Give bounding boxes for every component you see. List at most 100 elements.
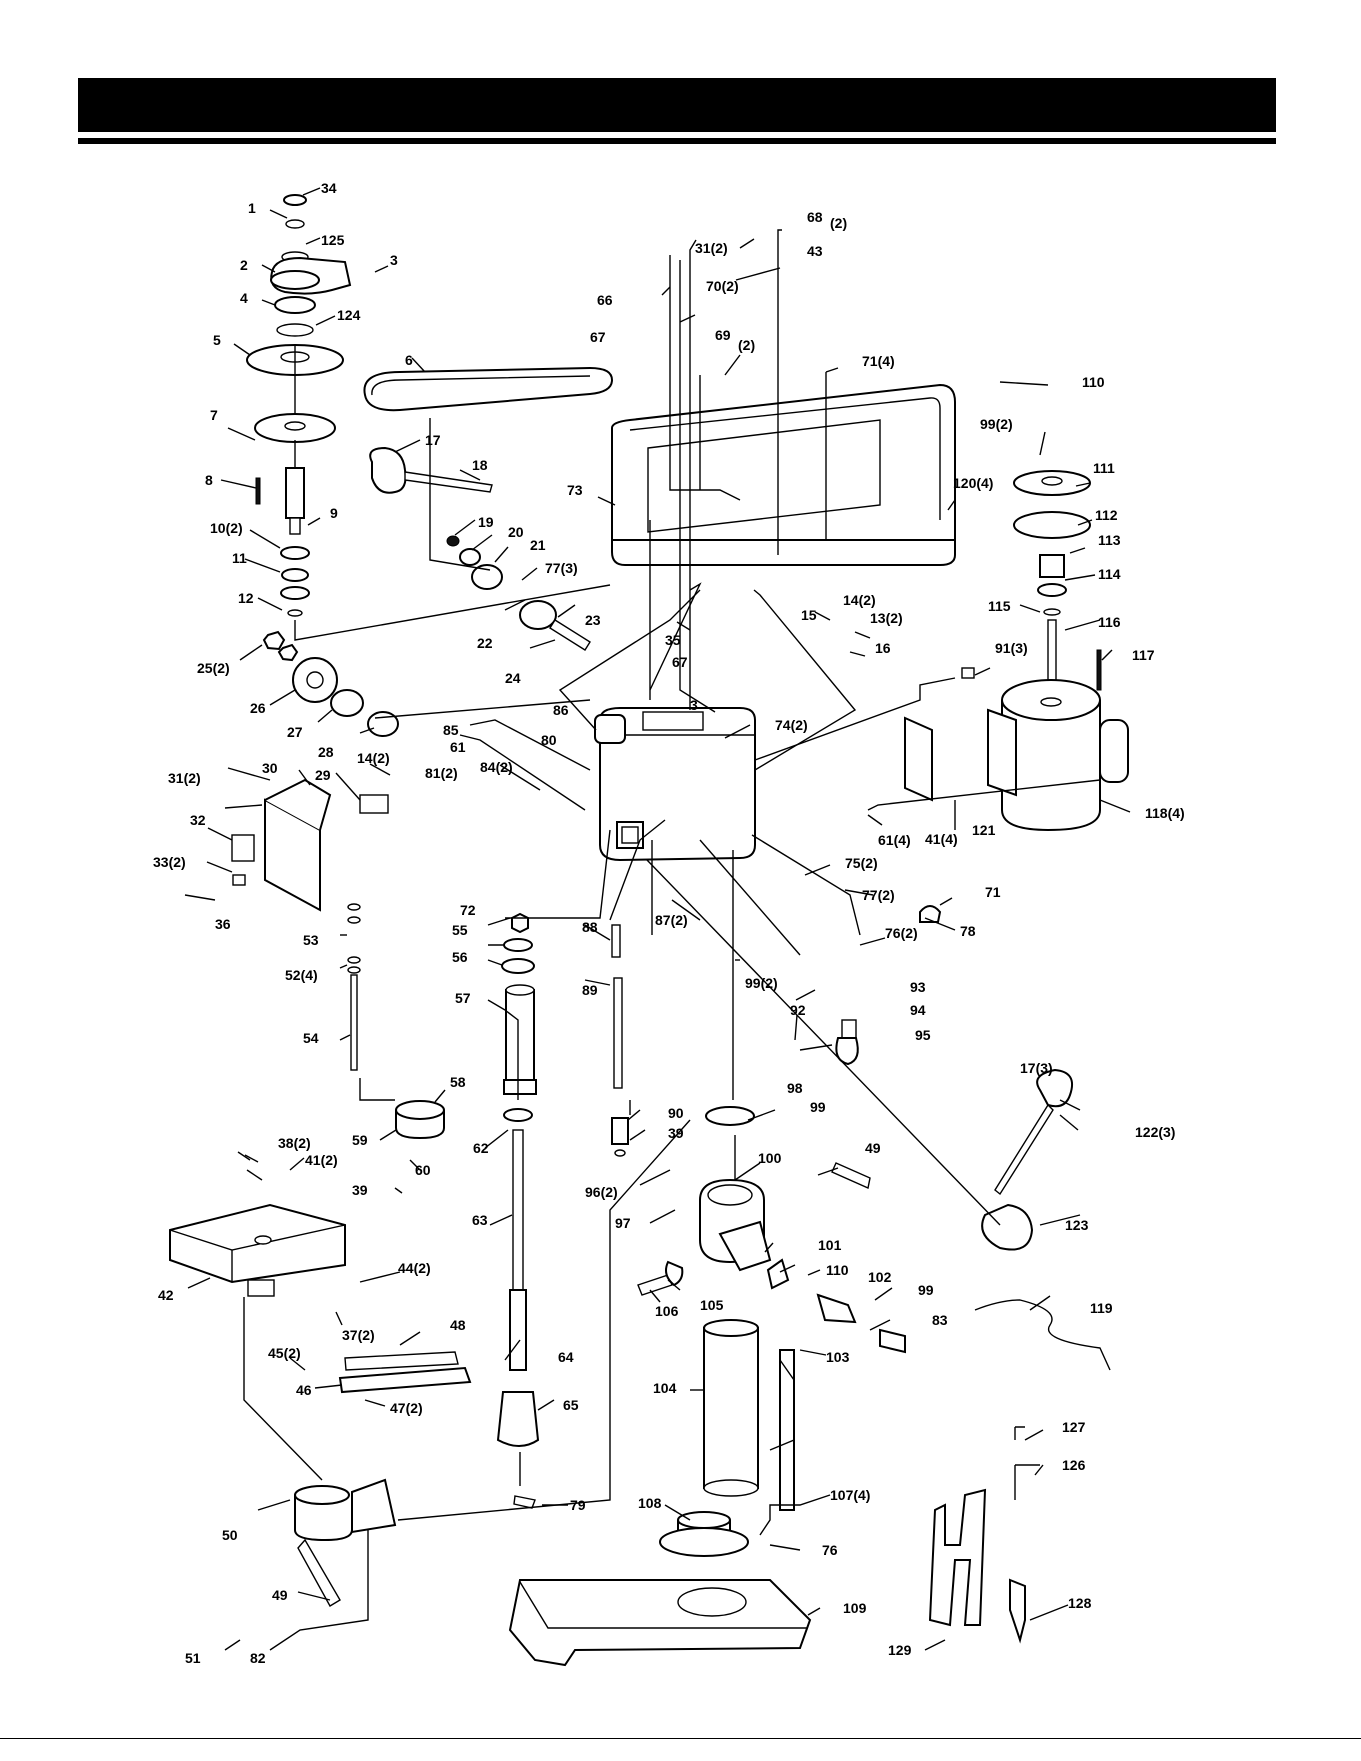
label-62: 62 (473, 1140, 489, 1156)
label-80: 80 (541, 732, 557, 748)
label-115: 115 (988, 598, 1011, 614)
label-77-3: 77(3) (545, 560, 578, 576)
label-67-mid: 67 (672, 654, 688, 670)
label-91-3: 91(3) (995, 640, 1028, 656)
label-116: 116 (1098, 614, 1121, 630)
label-114: 114 (1098, 566, 1121, 582)
label-96-2: 96(2) (585, 1184, 618, 1200)
label-105: 105 (700, 1297, 724, 1313)
label-90: 90 (668, 1105, 684, 1121)
label-36: 36 (215, 916, 231, 932)
label-24: 24 (505, 670, 521, 686)
label-60: 60 (415, 1162, 431, 1178)
label-7: 7 (210, 407, 218, 423)
label-19: 19 (478, 514, 494, 530)
label-106: 106 (655, 1303, 679, 1319)
label-85: 85 (443, 722, 459, 738)
label-28: 28 (318, 744, 334, 760)
label-94: 94 (910, 1002, 926, 1018)
footer-rule (0, 1738, 1361, 1739)
label-127: 127 (1062, 1419, 1086, 1435)
part-shapes (169, 194, 1129, 1667)
label-39-left: 39 (352, 1182, 368, 1198)
label-17-3: 17(3) (1020, 1060, 1053, 1076)
label-110-mid: 110 (826, 1262, 849, 1278)
label-34: 34 (321, 180, 337, 196)
label-126: 126 (1062, 1457, 1086, 1473)
label-50: 50 (222, 1527, 238, 1543)
label-66: 66 (597, 292, 613, 308)
label-98: 98 (787, 1080, 803, 1096)
label-39-mid: 39 (668, 1125, 684, 1141)
label-102: 102 (868, 1269, 892, 1285)
label-15: 15 (801, 607, 817, 623)
label-12: 12 (238, 590, 254, 606)
label-17: 17 (425, 432, 441, 448)
label-129: 129 (888, 1642, 912, 1658)
label-52-4: 52(4) (285, 967, 318, 983)
label-95: 95 (915, 1027, 931, 1043)
label-107-4: 107(4) (830, 1487, 870, 1503)
label-53: 53 (303, 932, 319, 948)
label-54: 54 (303, 1030, 319, 1046)
label-88: 88 (582, 919, 598, 935)
label-61-4: 61(4) (878, 832, 911, 848)
label-49-right: 49 (865, 1140, 881, 1156)
label-64: 64 (558, 1349, 574, 1365)
label-61-top: 61 (450, 739, 466, 755)
label-75-2: 75(2) (845, 855, 878, 871)
label-14-2-top: 14(2) (843, 592, 876, 608)
label-125: 125 (321, 232, 345, 248)
part-labels: 34 1 125 2 3 4 124 5 6 7 8 9 10(2) 11 12… (153, 180, 1185, 1666)
label-3: 3 (390, 252, 398, 268)
label-18: 18 (472, 457, 488, 473)
label-111: 111 (1093, 460, 1115, 476)
label-99-lower: 99 (918, 1282, 934, 1298)
label-93: 93 (910, 979, 926, 995)
label-35: 35 (665, 632, 681, 648)
label-5: 5 (213, 332, 221, 348)
label-38-2: 38(2) (278, 1135, 311, 1151)
label-2: 2 (240, 257, 248, 273)
label-104: 104 (653, 1380, 677, 1396)
label-109: 109 (843, 1600, 867, 1616)
label-27: 27 (287, 724, 303, 740)
header-rule (78, 138, 1276, 144)
label-123: 123 (1065, 1217, 1089, 1233)
label-8: 8 (205, 472, 213, 488)
label-76-2: 76(2) (885, 925, 918, 941)
label-26: 26 (250, 700, 266, 716)
label-72: 72 (460, 902, 476, 918)
label-29: 29 (315, 767, 331, 783)
label-44-2: 44(2) (398, 1260, 431, 1276)
label-67-top: 67 (590, 329, 606, 345)
label-56: 56 (452, 949, 468, 965)
label-31-2-left: 31(2) (168, 770, 201, 786)
label-13-2: 13(2) (870, 610, 903, 626)
label-103: 103 (826, 1349, 850, 1365)
label-33-2: 33(2) (153, 854, 186, 870)
label-16: 16 (875, 640, 891, 656)
label-14-2-left: 14(2) (357, 750, 390, 766)
label-47-2: 47(2) (390, 1400, 423, 1416)
label-73: 73 (567, 482, 583, 498)
label-4: 4 (240, 290, 248, 306)
label-43: 43 (807, 243, 823, 259)
label-41-2: 41(2) (305, 1152, 338, 1168)
label-92: 92 (790, 1002, 806, 1018)
label-70-2: 70(2) (706, 278, 739, 294)
label-120-4: 120(4) (953, 475, 993, 491)
label-99-2-top: 99(2) (980, 416, 1013, 432)
label-30: 30 (262, 760, 278, 776)
label-118-4: 118(4) (1145, 805, 1185, 821)
label-87-2: 87(2) (655, 912, 688, 928)
label-49-left: 49 (272, 1587, 288, 1603)
label-74-2: 74(2) (775, 717, 808, 733)
label-46: 46 (296, 1382, 312, 1398)
label-89: 89 (582, 982, 598, 998)
label-11: 11 (232, 550, 247, 566)
label-3-mid: 3 (690, 697, 698, 713)
label-42: 42 (158, 1287, 174, 1303)
